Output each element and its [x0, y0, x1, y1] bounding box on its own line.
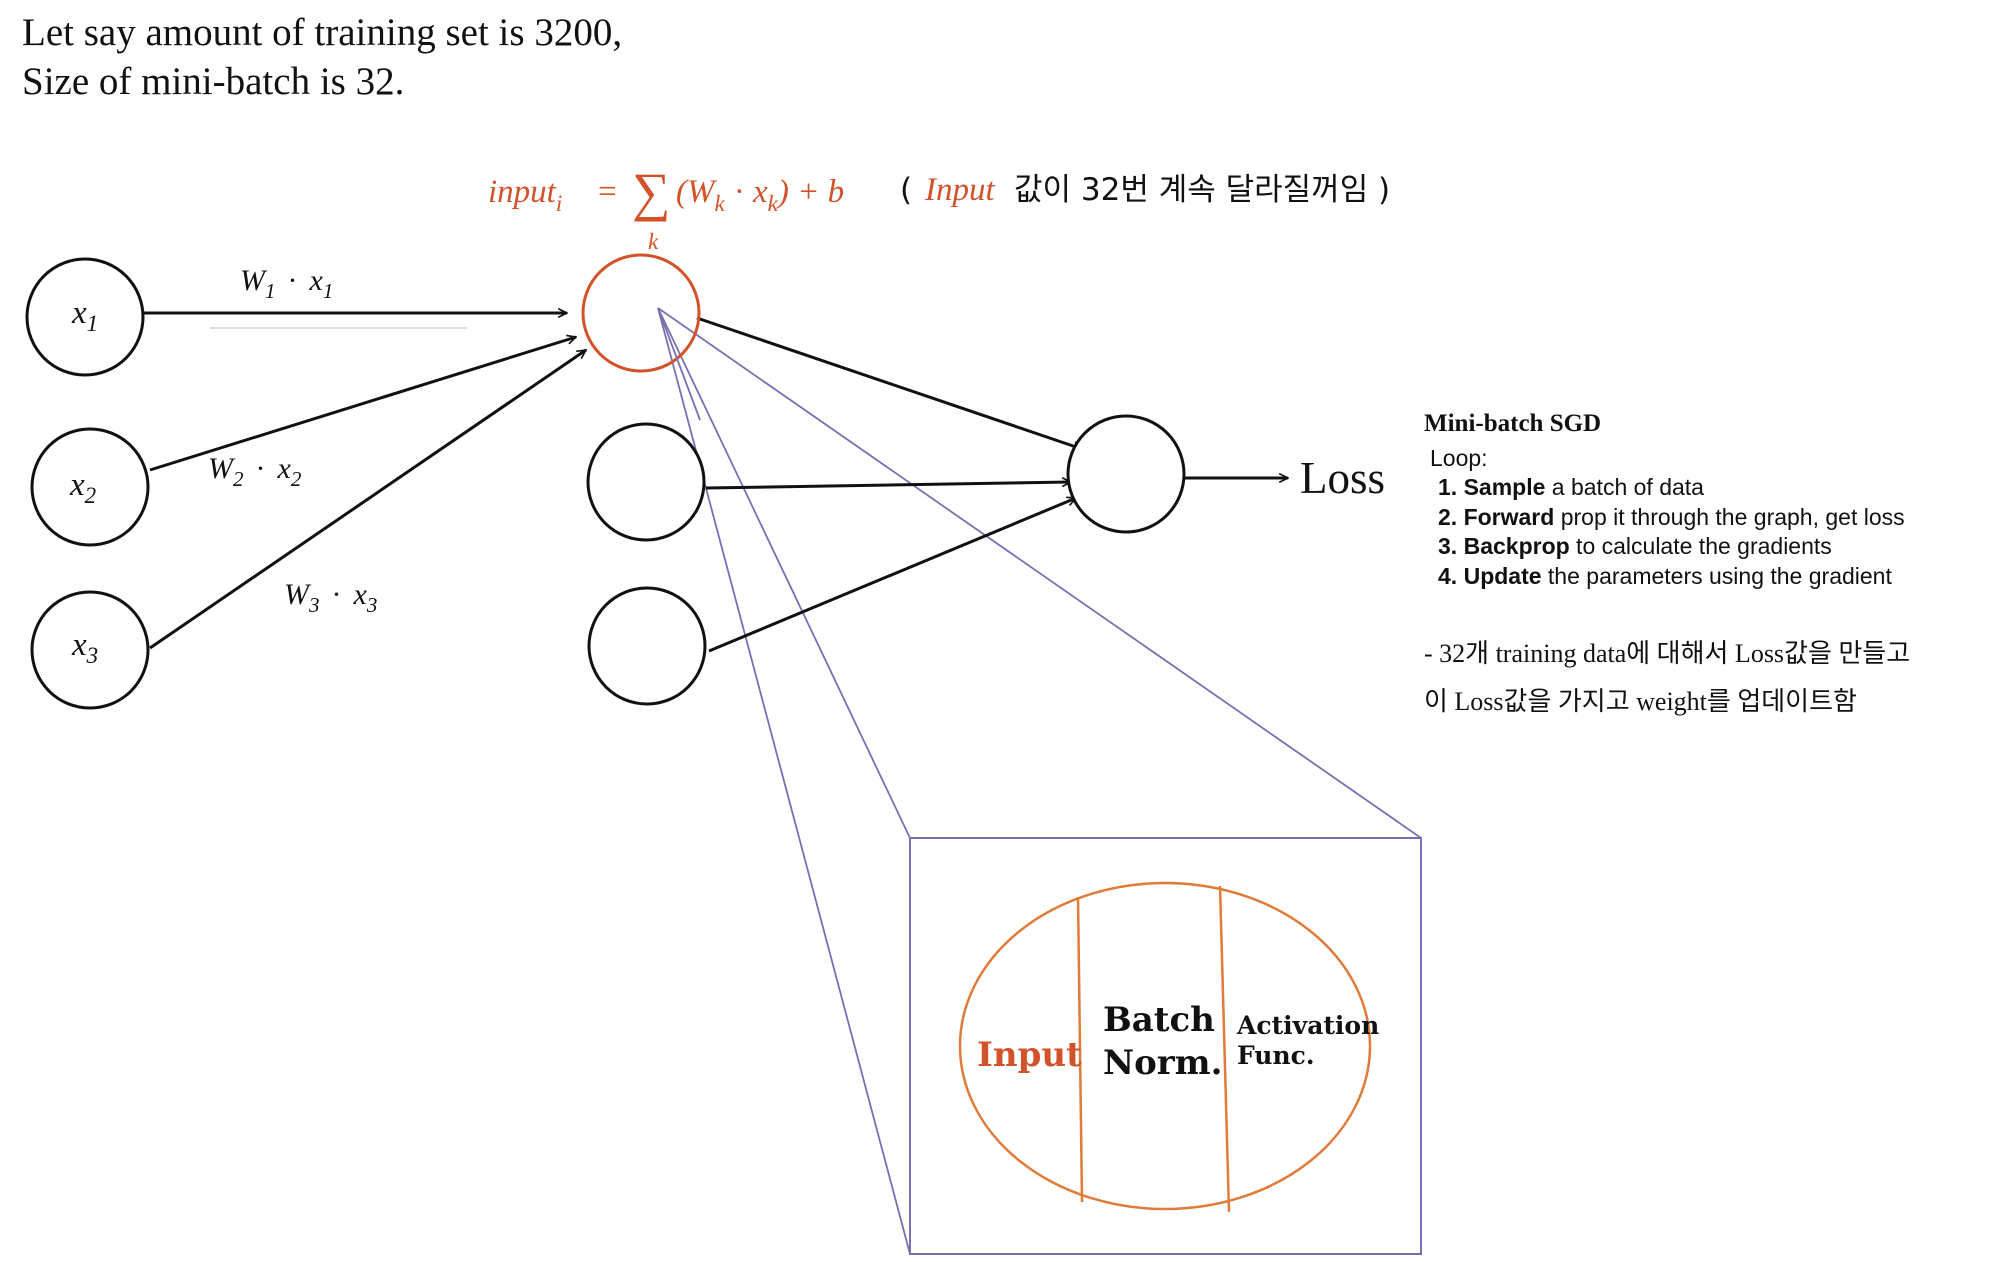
edge-h3-out	[708, 498, 1076, 653]
formula-term-close: ) + b	[776, 174, 844, 210]
divider-2	[1218, 885, 1231, 1213]
formula-term-dot: ·	[735, 174, 743, 210]
sgd-step-3: 3. Backprop to calculate the gradients	[1438, 533, 1832, 559]
intro-line-2: Size of mini-batch is 32.	[22, 60, 405, 103]
formula-term-w-sub: k	[714, 191, 725, 216]
loss-label: Loss	[1300, 453, 1385, 503]
sgd-step-2: 2. Forward prop it through the graph, ge…	[1438, 503, 1905, 530]
note-text: - 32개 training data에 대해서 Loss값을 만들고 이 Lo…	[1424, 630, 2010, 726]
input-node-1: x1	[25, 257, 145, 377]
note-line-1: - 32개 training data에 대해서 Loss값을 만들고	[1424, 639, 1911, 668]
formula-note-rest: 값이 32번 계속 달라질꺼임 )	[1014, 172, 1390, 208]
intro-line-1: Let say amount of training set is 3200,	[22, 11, 623, 54]
input-node-2: x2	[30, 427, 150, 547]
edge-x2-h1	[149, 337, 576, 472]
formula-note-input: Input	[924, 172, 995, 208]
formula-lhs-sub: i	[556, 191, 562, 216]
weight-label-3: W3·x3	[284, 578, 377, 617]
svg-text:x1: x1	[71, 295, 98, 336]
note-line-2: 이 Loss값을 가지고 weight를 업데이트함	[1424, 687, 1857, 716]
sgd-step-4: 4. Update the parameters using the gradi…	[1438, 562, 1892, 589]
zoom-activation-label-1: Activation	[1236, 1011, 1379, 1040]
sgd-panel: Mini-batch SGD Loop: 1. Sample a batch o…	[1424, 410, 2004, 591]
formula-sigma-sub: k	[648, 229, 659, 254]
input-node-3: x3	[30, 590, 150, 710]
formula-equals: =	[598, 174, 617, 210]
edge-x3-h1	[149, 348, 586, 650]
zoom-activation-label-2: Func.	[1237, 1041, 1315, 1070]
formula-note-open: (	[900, 172, 912, 208]
zoom-input-label: Input	[977, 1035, 1082, 1075]
zoom-box: Input Batch Norm. Activation Func.	[909, 837, 1422, 1255]
formula-sigma: ∑	[632, 162, 671, 222]
zoom-line-mid	[657, 307, 911, 839]
formula-term-open: (W	[676, 174, 717, 210]
zoom-batch-label-2: Norm.	[1103, 1043, 1222, 1083]
sgd-title: Mini-batch SGD	[1424, 410, 1602, 437]
zoom-line-overlay	[657, 307, 701, 421]
sgd-step-1: 1. Sample a batch of data	[1438, 474, 1704, 500]
hidden-node-3	[587, 586, 707, 706]
svg-text:(Wk·xk) + b: (Wk·xk) + b	[676, 174, 844, 216]
zoom-batch-label-1: Batch	[1103, 1000, 1215, 1040]
edge-h2-out	[705, 482, 1071, 490]
neuron-ellipse	[958, 881, 1372, 1211]
svg-text:inputi: inputi	[488, 174, 562, 216]
output-node	[1066, 414, 1186, 534]
edge-h1-out	[696, 316, 1082, 449]
formula-term-x: x	[752, 174, 768, 210]
formula-term-x-sub: k	[768, 191, 779, 216]
weight-label-2: W2·x2	[208, 452, 302, 491]
weight-label-1: W1·x1	[240, 264, 333, 303]
sgd-loop-label: Loop:	[1430, 445, 1488, 471]
svg-text:x3: x3	[71, 627, 98, 668]
zoom-line-right	[657, 307, 1422, 839]
hidden-node-2	[586, 422, 706, 542]
hidden-node-1	[581, 253, 701, 373]
intro-text: Let say amount of training set is 3200, …	[22, 8, 622, 106]
sgd-steps: 1. Sample a batch of data 2. Forward pro…	[1438, 473, 2004, 591]
divider-1	[1076, 896, 1084, 1203]
formula-lhs: input	[488, 174, 557, 210]
zoom-box-frame	[909, 837, 1422, 1255]
svg-text:x2: x2	[69, 467, 96, 508]
formula: inputi = ∑ k (Wk·xk) + b ( Input 값이 32번 …	[488, 162, 1390, 254]
